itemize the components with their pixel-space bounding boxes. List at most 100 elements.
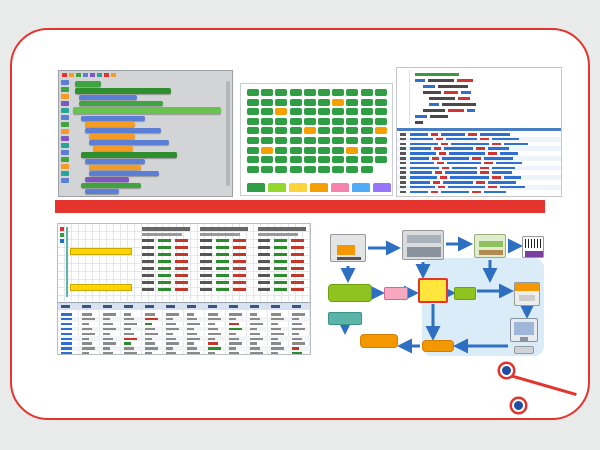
log-text <box>439 152 446 155</box>
cell-value-green <box>274 253 287 256</box>
table-cell-text <box>271 332 284 336</box>
grid-button <box>261 146 274 154</box>
table-cell-text <box>208 332 221 336</box>
table-header-cell <box>82 305 91 308</box>
code-token <box>430 115 448 118</box>
grid-button <box>303 89 316 96</box>
barcode-label <box>522 236 544 258</box>
log-text <box>504 142 528 146</box>
code-token <box>457 79 473 82</box>
log-text <box>484 190 506 194</box>
grid-button <box>374 156 387 164</box>
gantt-bar <box>70 248 132 255</box>
log-text <box>480 166 489 170</box>
log-text <box>472 190 481 194</box>
log-text <box>476 181 485 184</box>
script-block <box>81 183 141 188</box>
log-row-stripe <box>397 136 561 142</box>
table-cell-text <box>292 347 299 350</box>
table-cell-text <box>103 313 116 316</box>
script-block <box>85 128 161 133</box>
machine-photo-detail <box>407 235 441 243</box>
grid-button <box>346 165 359 173</box>
cell-value-dark <box>258 281 270 284</box>
toolbox-block <box>61 143 69 148</box>
code-token <box>438 85 468 88</box>
log-text <box>435 171 442 174</box>
cell-value-dark <box>258 260 270 263</box>
table-cell-text <box>166 313 179 316</box>
grid-tab <box>268 183 286 192</box>
log-text <box>442 157 469 160</box>
table-cell-text <box>124 317 134 321</box>
pallet-photo-detail <box>479 250 503 255</box>
grid-button <box>303 98 316 106</box>
table-cell-text <box>187 332 197 336</box>
log-text <box>410 171 432 174</box>
cell-value-dark <box>142 281 154 284</box>
log-text <box>447 161 481 165</box>
table-header-cell <box>208 305 217 308</box>
cell-value-red <box>291 281 304 284</box>
table-cell-text <box>187 327 194 331</box>
grid-button <box>374 98 387 106</box>
table-cell-text <box>229 342 242 345</box>
cell-value-red <box>291 288 304 291</box>
grid-button <box>289 98 302 106</box>
script-block <box>79 95 137 100</box>
log-text <box>410 176 437 179</box>
receiving-box <box>360 334 398 348</box>
table-cell-text <box>292 322 302 326</box>
cell-value-dark <box>200 281 212 284</box>
table-cell-text <box>124 322 137 326</box>
cell-value-green <box>274 288 287 291</box>
log-text <box>443 181 473 184</box>
table-cell-text <box>271 313 281 316</box>
cell-value-green <box>216 239 229 242</box>
log-text <box>441 142 448 146</box>
gantt-area <box>58 224 310 301</box>
pallet-photo <box>474 234 506 258</box>
table-cell-text <box>124 332 134 336</box>
log-text <box>492 176 501 179</box>
log-line-number <box>400 176 406 179</box>
table-cell-text <box>208 342 218 345</box>
group-subheader <box>258 233 298 236</box>
table-row-stripe <box>58 336 310 342</box>
sales-box <box>454 287 476 300</box>
log-text <box>436 137 443 141</box>
grid-tab <box>352 183 370 192</box>
table-cell-link <box>61 327 72 331</box>
forklift-photo-detail <box>337 257 361 260</box>
log-text <box>410 137 433 141</box>
log-text <box>410 142 438 146</box>
grid-button <box>318 146 330 154</box>
table-cell-text <box>292 332 299 336</box>
grid-button <box>374 127 387 135</box>
table-cell-link <box>61 342 72 345</box>
code-token <box>423 91 441 94</box>
grid-button <box>275 146 288 154</box>
grid-button <box>360 165 373 173</box>
core-box <box>418 278 448 303</box>
table-cell-text <box>208 313 218 316</box>
table-cell-text <box>250 313 257 316</box>
cell-value-red <box>291 253 304 256</box>
cell-value-dark <box>200 253 212 256</box>
table-cell-text <box>103 327 116 331</box>
log-text <box>492 142 501 146</box>
grid-button <box>374 146 387 154</box>
log-line-number <box>400 152 406 155</box>
toolbox-block <box>61 129 69 134</box>
table-cell-text <box>145 337 152 340</box>
table-cell-text <box>103 337 113 340</box>
grid-button <box>275 137 288 144</box>
log-text <box>441 190 469 194</box>
table-cell-text <box>250 317 260 321</box>
table-cell-text <box>187 317 197 321</box>
script-block <box>81 152 177 158</box>
cell-value-green <box>274 281 287 284</box>
table-cell-text <box>124 337 137 340</box>
table-cell-text <box>271 352 278 354</box>
script-block <box>79 101 163 106</box>
